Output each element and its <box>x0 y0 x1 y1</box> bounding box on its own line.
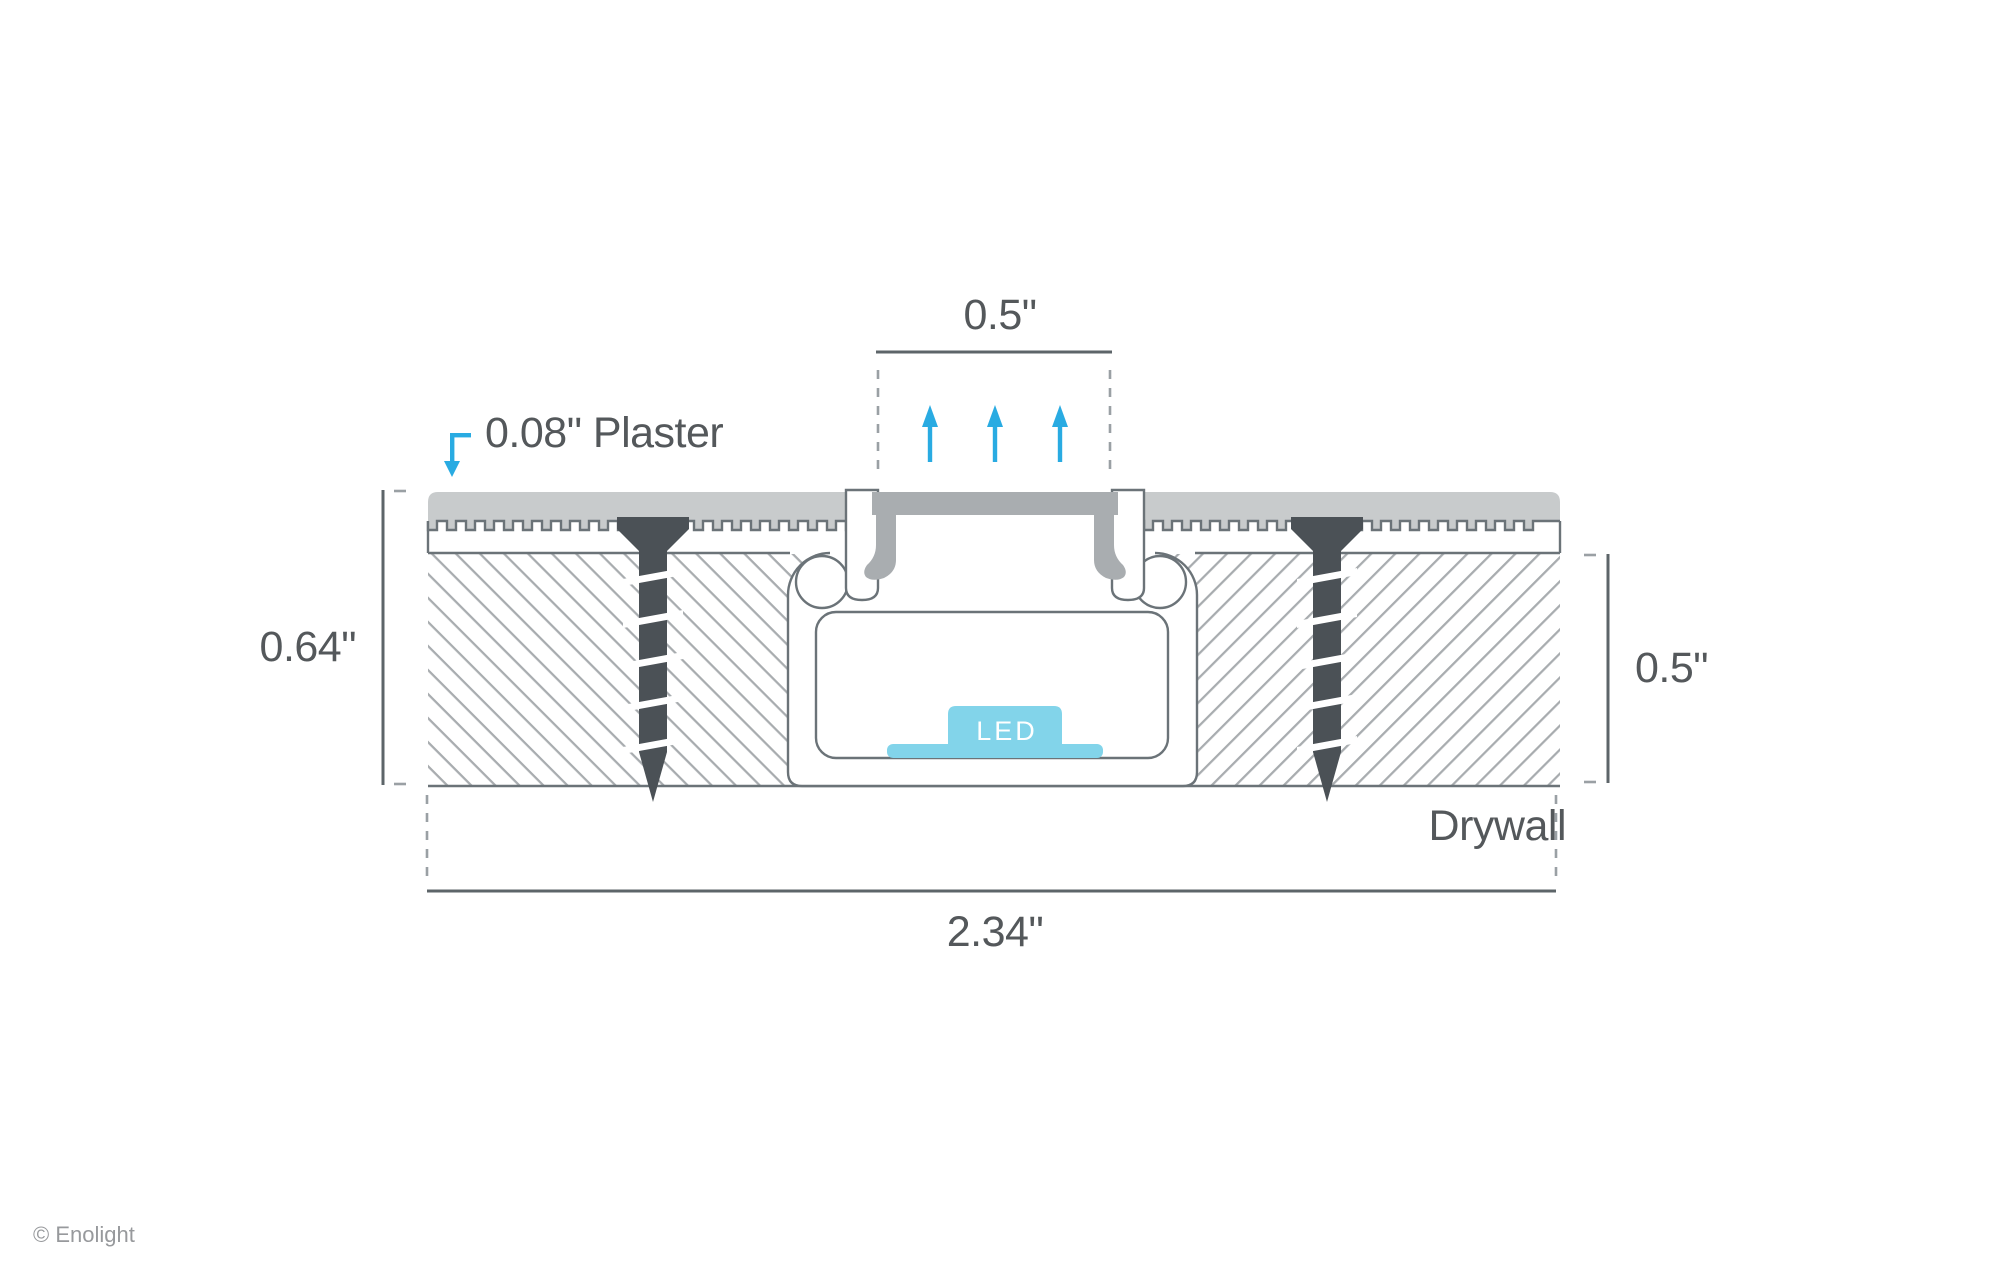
up-arrow-icon <box>1052 405 1068 462</box>
led-base <box>887 744 1103 758</box>
dim-assembly-width: 2.34" <box>425 795 1558 956</box>
assembly-height-label: 0.64" <box>260 623 356 671</box>
profile-cavity-outline <box>786 551 1199 788</box>
opening-width-label: 0.5" <box>963 291 1036 339</box>
mounting-screw-right <box>1291 517 1363 802</box>
led-label: LED <box>976 716 1038 746</box>
up-arrow-icon <box>922 405 938 462</box>
up-arrow-icon <box>987 405 1003 462</box>
drywall-right-section <box>1166 554 1560 785</box>
dim-assembly-height: 0.64" <box>260 489 406 786</box>
dim-opening-width: 0.5" <box>876 291 1112 470</box>
drywall-thickness-label: 0.5" <box>1635 644 1708 692</box>
led-strip: LED <box>887 706 1103 758</box>
plaster-callout: 0.08" Plaster <box>444 409 724 477</box>
led-module <box>948 706 1062 746</box>
drywall-label: Drywall <box>1429 802 1566 850</box>
assembly-width-label: 2.34" <box>947 908 1043 956</box>
down-corner-arrow-icon <box>444 433 471 477</box>
copyright: © Enolight <box>33 1222 135 1247</box>
plaster-thickness-label: 0.08" Plaster <box>485 409 723 457</box>
light-direction-arrows <box>922 405 1068 462</box>
profile-screw-boss-left <box>794 554 850 610</box>
mounting-screw-left <box>617 517 689 802</box>
dim-drywall-thickness: 0.5" <box>1584 553 1709 784</box>
recessed-channel <box>864 492 1126 580</box>
